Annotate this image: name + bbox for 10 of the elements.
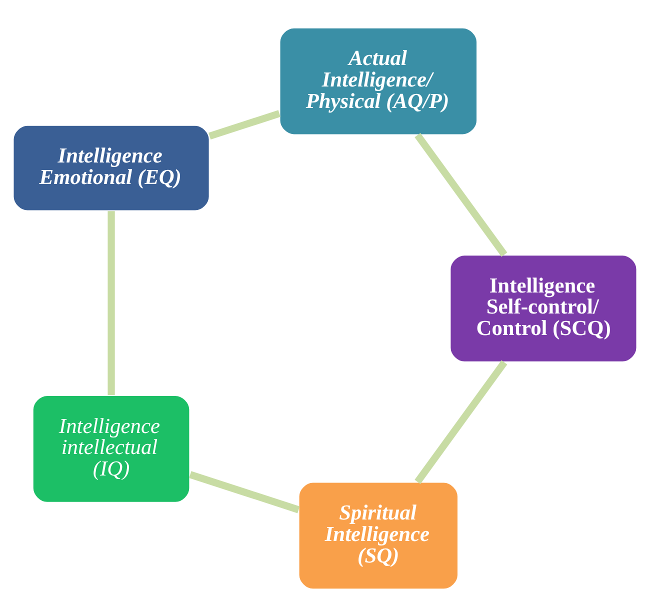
connector [208,110,280,140]
node-box: Intelligence Self-control/ Control (SCQ) [450,254,638,362]
node-box: Intelligence intellectual (IQ) [32,394,190,503]
connector [414,360,508,484]
connector [414,132,508,256]
connector [189,470,300,513]
node-box: Intelligence Emotional (EQ) [12,124,210,211]
node-box: Actual Intelligence/ Physical (AQ/P) [279,26,478,135]
connector [108,210,115,395]
node-box: Spiritual Intelligence (SQ) [298,481,459,590]
